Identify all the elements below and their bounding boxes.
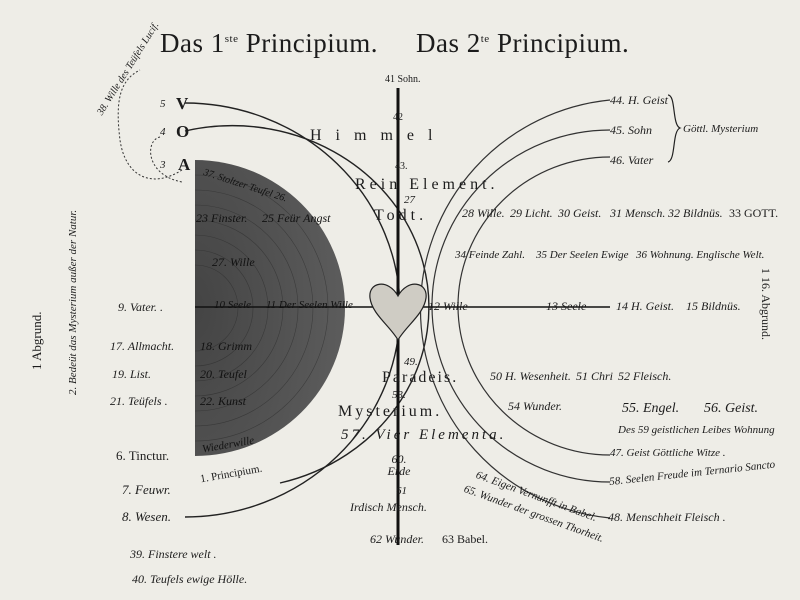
arc-num: 3	[160, 159, 166, 171]
label-sohn-45: 45. Sohn	[610, 123, 652, 137]
num-49: 49.	[404, 356, 418, 368]
label-wille-28: 28 Wille.	[462, 206, 505, 220]
label-licht: 29 Licht.	[510, 206, 553, 220]
label-rein-element: Rein Element.	[355, 176, 499, 193]
label-gott: 33 GOTT.	[729, 206, 779, 220]
label-engel: 55. Engel.	[622, 401, 680, 416]
label-fleisch-52: 52 Fleisch.	[618, 369, 672, 383]
label-wesen: 8. Wesen.	[122, 509, 171, 524]
label-grimm: 18. Grimm	[200, 339, 253, 353]
label-teufels: 21. Teüfels .	[110, 394, 168, 408]
label-vater: 9. Vater. .	[118, 300, 163, 314]
left-abgrund: 1 Abgrund.	[29, 311, 44, 371]
arc-o	[184, 124, 430, 484]
label-tinctur: 6. Tinctur.	[116, 448, 170, 463]
label-feur-angst: 25 Feür Angst	[262, 211, 331, 225]
label-mensch-31: 31 Mensch.	[610, 206, 666, 220]
lucifer-will-curve	[117, 69, 183, 180]
label-geist-56: 56. Geist.	[704, 401, 759, 416]
label-seele-13: 13 Seele	[546, 299, 587, 313]
label-wille-dark: 27. Wille	[212, 255, 255, 269]
label-seele-dark: 10 Seele	[214, 299, 251, 311]
label-wunder-62: 62 Wunder.	[370, 532, 424, 546]
label-vater-46: 46. Vater	[610, 153, 654, 167]
label-feinde-zahl: 34 Feinde Zahl.	[455, 249, 525, 261]
label-todt: Todt.	[374, 207, 428, 224]
label-leibes-wohnung: Des 59 geistlichen Leibes Wohnung	[618, 424, 775, 436]
left-mysterium-note: 2. Bedeüt das Mysterium außer der Natur.	[67, 209, 79, 395]
arc-letter-o: O	[176, 122, 190, 141]
num-61: 61	[396, 485, 407, 497]
label-erde: 60. Erde	[387, 452, 411, 478]
arc-45	[431, 129, 611, 483]
num-43: 43.	[395, 161, 408, 172]
label-vier-elementa: 57. Vier Elementa.	[341, 427, 507, 443]
label-irdisch-mensch: Irdisch Mensch.	[350, 500, 427, 514]
label-sohn-41: 41 Sohn.	[385, 74, 421, 85]
label-h-geist-14: 14 H. Geist.	[616, 299, 674, 313]
label-feuwr: 7. Feuwr.	[122, 482, 171, 497]
arc-letter-v: V	[176, 94, 189, 113]
label-himmel: Himmel	[310, 127, 447, 144]
num-27: 27	[404, 194, 415, 206]
num-42: 42	[393, 112, 403, 123]
num-53: 53.	[392, 389, 406, 401]
label-christi: 51 Chri	[576, 369, 614, 383]
label-mysterium: Mysterium.	[338, 403, 443, 420]
label-seelen-ewige: 35 Der Seelen Ewige	[536, 249, 629, 261]
label-wille-12: 12 Wille	[428, 299, 468, 313]
label-paradeis: Paradeis.	[382, 369, 459, 386]
label-goettliche-witze: 47. Geist Göttliche Witze .	[610, 447, 726, 459]
label-finster: 23 Finster.	[196, 211, 248, 225]
label-hoelle: 40. Teufels ewige Hölle.	[132, 572, 248, 586]
label-teufel: 20. Teufel	[200, 367, 247, 381]
label-wunder-54: 54 Wunder.	[508, 399, 562, 413]
arc-num: 4	[160, 126, 166, 138]
title-first-principle: Das 1ste Principium.	[160, 28, 378, 58]
dark-world-half-disk	[195, 160, 345, 456]
label-wohnung: 36 Wohnung. Englische Welt.	[636, 249, 765, 261]
arc-46	[457, 156, 611, 456]
right-abgrund: 1 16. Abgrund.	[759, 268, 773, 340]
label-allmacht: 17. Allmacht.	[110, 339, 175, 353]
title-second-principle: Das 2te Principium.	[416, 28, 630, 58]
brace	[667, 94, 682, 163]
arc-letter-a: A	[178, 155, 191, 174]
label-babel-63: 63 Babel.	[442, 532, 488, 546]
label-wesenheit: 50 H. Wesenheit.	[490, 369, 571, 383]
label-menschheit-fleisch: 48. Menschheit Fleisch .	[608, 510, 726, 524]
arc-num: 5	[160, 98, 166, 110]
label-bildnus-15: 15 Bildnüs.	[686, 299, 741, 313]
label-goettl-mysterium: Göttl. Mysterium	[683, 123, 759, 135]
label-seelen-wille: 11 Der Seelen Wille	[266, 299, 353, 311]
label-finstere-welt: 39. Finstere welt .	[130, 547, 217, 561]
label-kunst: 22. Kunst	[200, 394, 247, 408]
label-list: 19. List.	[112, 367, 152, 381]
label-h-geist-44: 44. H. Geist	[610, 93, 668, 107]
label-geist-30: 30 Geist.	[558, 206, 602, 220]
heart-icon	[369, 283, 427, 342]
label-bildnus-32: 32 Bildnüs.	[668, 206, 723, 220]
